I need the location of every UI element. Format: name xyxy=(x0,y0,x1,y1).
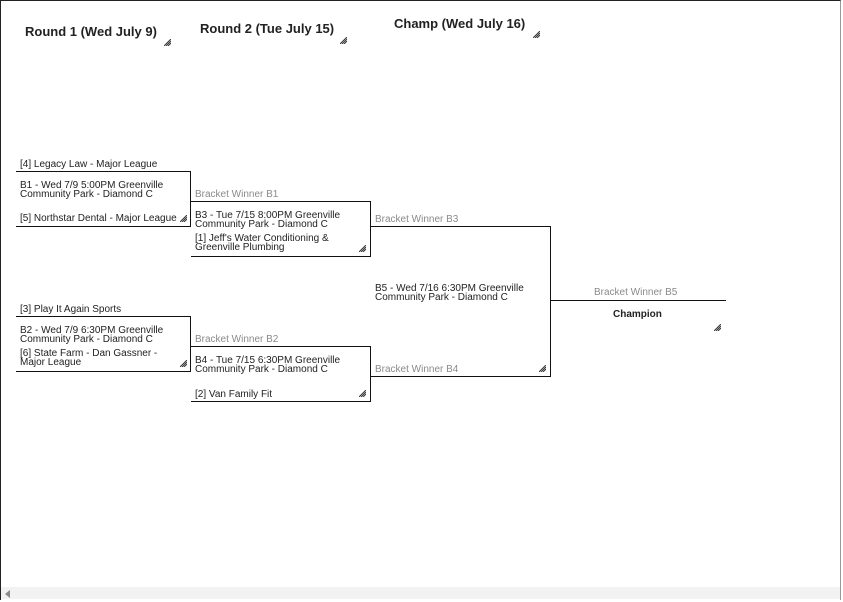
team-slot-b4-bottom[interactable]: [2] Van Family Fit xyxy=(195,389,273,400)
bracket-line xyxy=(16,316,191,317)
round1-title[interactable]: Round 1 (Wed July 9) xyxy=(25,24,157,39)
resize-handle-icon[interactable] xyxy=(539,365,546,372)
game-info-b1[interactable]: B1 - Wed 7/9 5:00PM Greenville Community… xyxy=(20,180,164,200)
resize-handle-icon[interactable] xyxy=(180,215,187,222)
bracket-winner-b1[interactable]: Bracket Winner B1 xyxy=(195,189,279,200)
bracket-line xyxy=(16,171,191,172)
game-info-b4[interactable]: B4 - Tue 7/15 6:30PM Greenville Communit… xyxy=(195,355,341,375)
bracket-line xyxy=(16,226,191,227)
bracket-winner-b3[interactable]: Bracket Winner B3 xyxy=(375,214,459,225)
champion-label[interactable]: Champion xyxy=(613,309,662,320)
resize-handle-icon[interactable] xyxy=(714,324,721,331)
scroll-left-arrow-icon[interactable] xyxy=(5,590,10,598)
bracket-line xyxy=(190,171,191,227)
team-slot-b2-bottom[interactable]: [6] State Farm - Dan Gassner - Major Lea… xyxy=(20,348,158,368)
horizontal-scrollbar[interactable] xyxy=(1,587,840,599)
bracket-line xyxy=(16,371,191,372)
resize-handle-icon[interactable] xyxy=(180,360,187,367)
team-slot-b1-top[interactable]: [4] Legacy Law - Major League xyxy=(20,159,158,170)
team-slot-b1-bottom[interactable]: [5] Northstar Dental - Major League xyxy=(20,213,177,224)
resize-handle-icon[interactable] xyxy=(359,245,366,252)
game-info-b3[interactable]: B3 - Tue 7/15 8:00PM Greenville Communit… xyxy=(195,210,341,230)
bracket-line xyxy=(370,201,371,257)
bracket-line xyxy=(551,300,726,301)
bracket-line xyxy=(191,256,371,257)
resize-handle-icon[interactable] xyxy=(533,31,540,38)
game-info-b5[interactable]: B5 - Wed 7/16 6:30PM Greenville Communit… xyxy=(375,283,524,303)
bracket-winner-b4[interactable]: Bracket Winner B4 xyxy=(375,364,459,375)
resize-handle-icon[interactable] xyxy=(340,37,347,44)
bracket-winner-b2[interactable]: Bracket Winner B2 xyxy=(195,334,279,345)
bracket-line xyxy=(370,346,371,402)
team-slot-b2-top[interactable]: [3] Play It Again Sports xyxy=(20,304,122,315)
bracket-line xyxy=(550,226,551,377)
resize-handle-icon[interactable] xyxy=(164,39,171,46)
bracket-line xyxy=(371,376,551,377)
resize-handle-icon[interactable] xyxy=(359,390,366,397)
team-slot-b3-bottom[interactable]: [1] Jeff's Water Conditioning & Greenvil… xyxy=(195,233,329,253)
bracket-line xyxy=(191,346,371,347)
bracket-line xyxy=(371,226,551,227)
champ-title[interactable]: Champ (Wed July 16) xyxy=(394,16,526,31)
round2-title[interactable]: Round 2 (Tue July 15) xyxy=(200,21,335,36)
bracket-line xyxy=(191,401,371,402)
bracket-line xyxy=(190,316,191,372)
game-info-b2[interactable]: B2 - Wed 7/9 6:30PM Greenville Community… xyxy=(20,325,164,345)
bracket-line xyxy=(191,201,371,202)
bracket-winner-b5[interactable]: Bracket Winner B5 xyxy=(594,287,678,298)
